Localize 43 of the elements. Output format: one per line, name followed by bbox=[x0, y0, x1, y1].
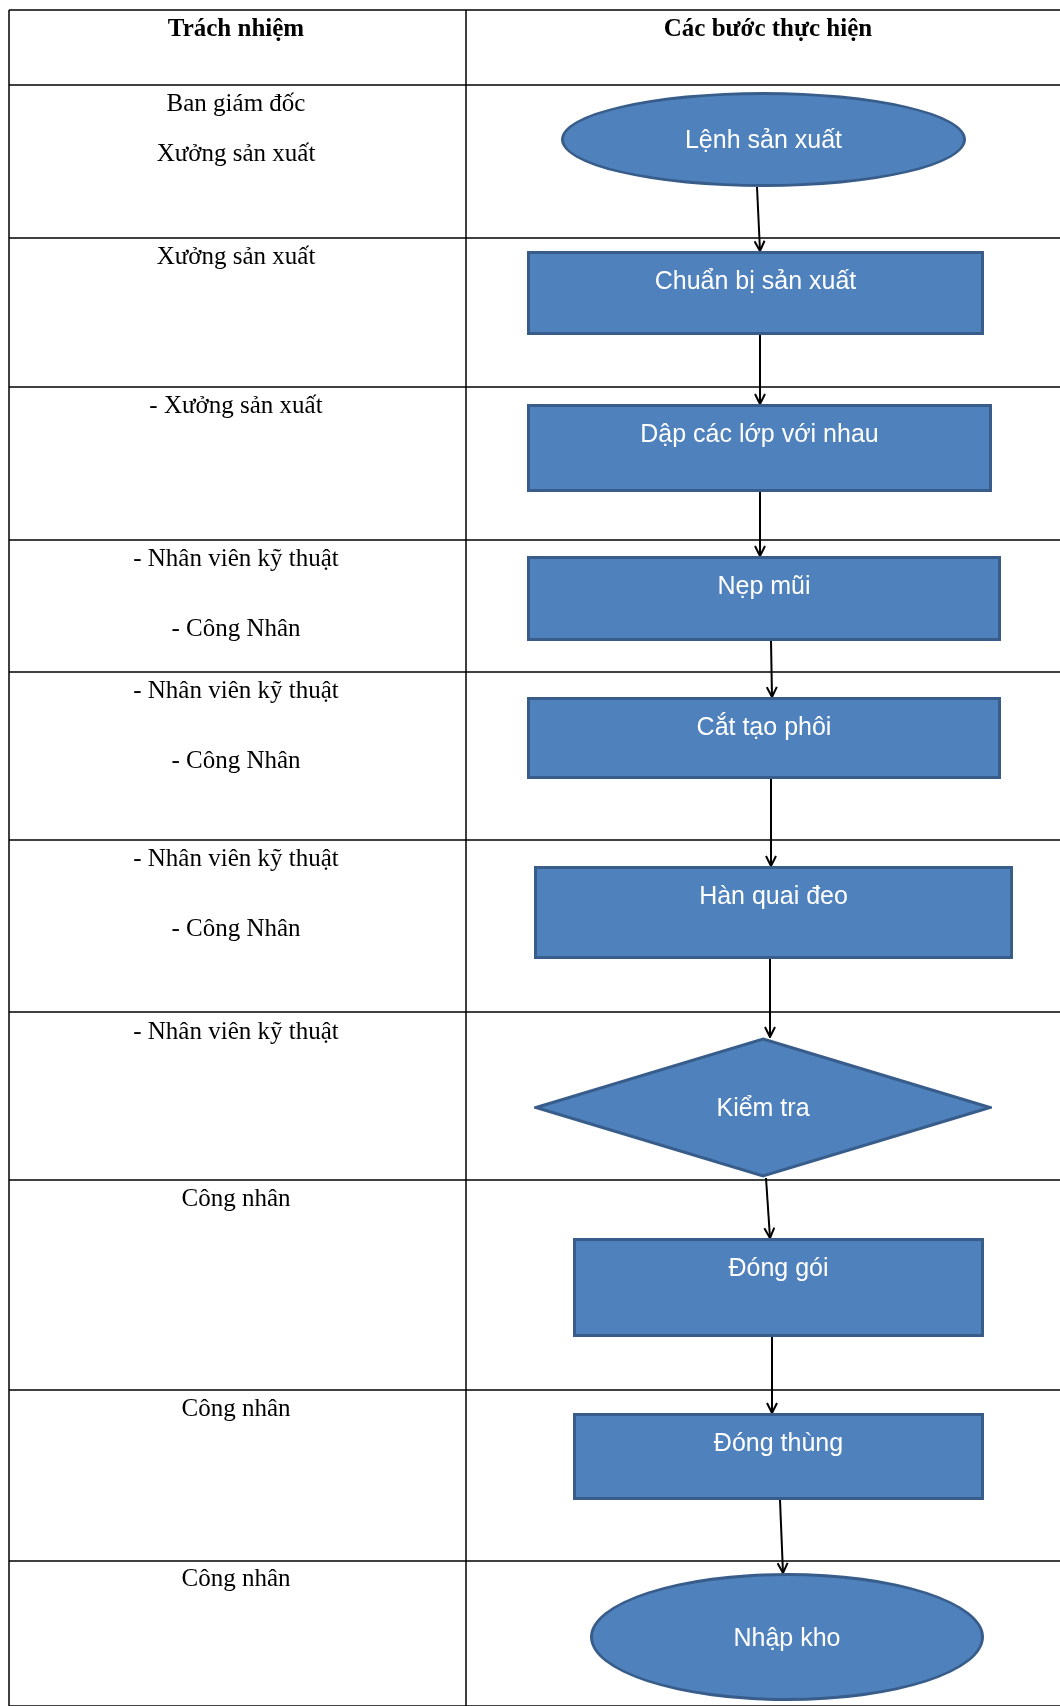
step-label: Đóng gói bbox=[728, 1253, 829, 1282]
process-box bbox=[527, 697, 1001, 779]
process-box bbox=[573, 1413, 984, 1500]
arrow bbox=[754, 334, 766, 405]
step-label: Dập các lớp với nhau bbox=[640, 419, 879, 448]
arrow bbox=[765, 640, 778, 698]
arrow bbox=[754, 491, 766, 557]
responsibility-text: Công nhân bbox=[181, 1564, 291, 1592]
step-label: Chuẩn bị sản xuất bbox=[654, 266, 857, 295]
decision-diamond bbox=[534, 1037, 992, 1178]
responsibility-text: - Công Nhân bbox=[171, 914, 301, 942]
responsibility-text: - Nhân viên kỹ thuật bbox=[133, 844, 339, 872]
arrow bbox=[766, 1336, 778, 1414]
arrow bbox=[765, 778, 777, 867]
arrow bbox=[763, 1177, 776, 1239]
process-box bbox=[534, 866, 1013, 959]
responsibility-text: Ban giám đốc bbox=[166, 89, 306, 117]
arrow bbox=[776, 1499, 789, 1574]
step-label: Đóng thùng bbox=[713, 1428, 844, 1457]
step-label: Kiểm tra bbox=[716, 1093, 810, 1122]
responsibility-text: - Xưởng sản xuất bbox=[149, 391, 323, 419]
arrow bbox=[764, 958, 776, 1038]
responsibility-text: - Nhân viên kỹ thuật bbox=[133, 544, 339, 572]
step-label: Nhập kho bbox=[733, 1622, 841, 1652]
responsibility-text: - Nhân viên kỹ thuật bbox=[133, 676, 339, 704]
step-label: Nẹp mũi bbox=[717, 571, 811, 600]
responsibility-text: Xưởng sản xuất bbox=[156, 242, 316, 270]
process-box bbox=[527, 404, 992, 492]
column-header: Trách nhiệm bbox=[167, 14, 305, 42]
responsibility-text: - Công Nhân bbox=[171, 614, 301, 642]
arrow bbox=[753, 186, 766, 252]
step-label: Hàn quai đeo bbox=[699, 881, 848, 910]
process-box bbox=[527, 251, 984, 335]
responsibility-text: Công nhân bbox=[181, 1394, 291, 1422]
step-label: Lệnh sản xuất bbox=[684, 125, 843, 154]
column-header: Các bước thực hiện bbox=[663, 14, 873, 42]
responsibility-text: Xưởng sản xuất bbox=[156, 139, 316, 167]
step-label: Cắt tạo phôi bbox=[696, 712, 832, 741]
responsibility-text: - Nhân viên kỹ thuật bbox=[133, 1017, 339, 1045]
responsibility-text: - Công Nhân bbox=[171, 746, 301, 774]
process-box bbox=[527, 556, 1001, 641]
process-box bbox=[573, 1238, 984, 1337]
responsibility-text: Công nhân bbox=[181, 1184, 291, 1212]
